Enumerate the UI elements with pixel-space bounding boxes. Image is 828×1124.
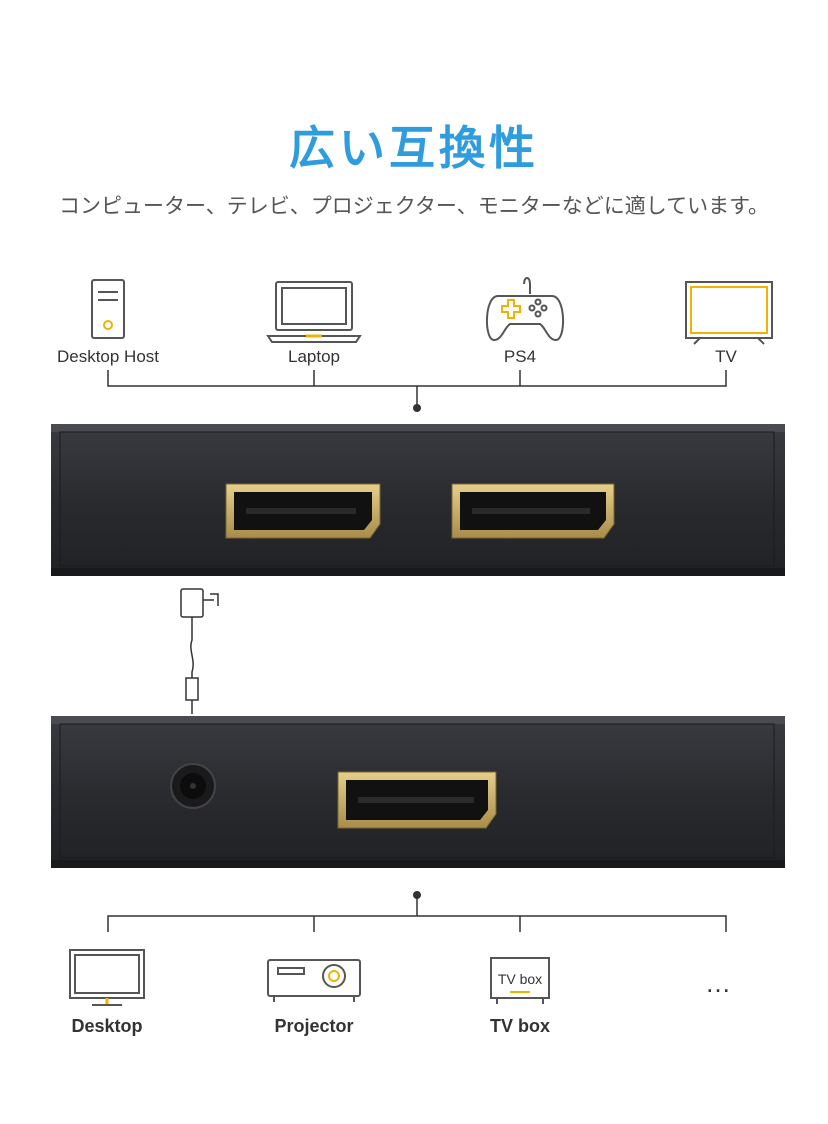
input-label-ps4: PS4 <box>503 347 537 366</box>
output-label-tv-box: TV box <box>489 1016 550 1036</box>
page-title: 広い互換性 <box>289 121 539 175</box>
desktop-host-icon <box>91 279 125 339</box>
splitter-output-side <box>51 424 785 576</box>
displayport-socket-2 <box>451 483 615 539</box>
input-connector-lines <box>107 370 727 408</box>
displayport-socket-input <box>337 771 497 829</box>
output-label-desktop: Desktop <box>71 1016 143 1036</box>
connector-dot-top <box>413 404 421 412</box>
tv-icon <box>685 281 773 345</box>
laptop-icon <box>266 281 362 343</box>
output-label-projector: Projector <box>274 1016 354 1036</box>
input-label-tv: TV <box>715 347 737 366</box>
input-label-desktop-host: Desktop Host <box>56 347 160 366</box>
tv-box-icon: TV box <box>490 957 550 1004</box>
dc-power-jack <box>170 763 216 809</box>
page-subtitle: コンピューター、テレビ、プロジェクター、モニターなどに適しています。 <box>58 194 769 218</box>
tv-box-icon-text: TV box <box>498 971 542 987</box>
output-connector-lines <box>107 895 727 932</box>
projector-icon <box>267 959 361 1002</box>
gamepad-icon <box>485 277 565 342</box>
power-cable <box>180 588 219 714</box>
input-label-laptop: Laptop <box>288 347 340 366</box>
more-icon: … <box>705 968 734 998</box>
displayport-socket-1 <box>225 483 381 539</box>
monitor-icon <box>69 949 145 1006</box>
